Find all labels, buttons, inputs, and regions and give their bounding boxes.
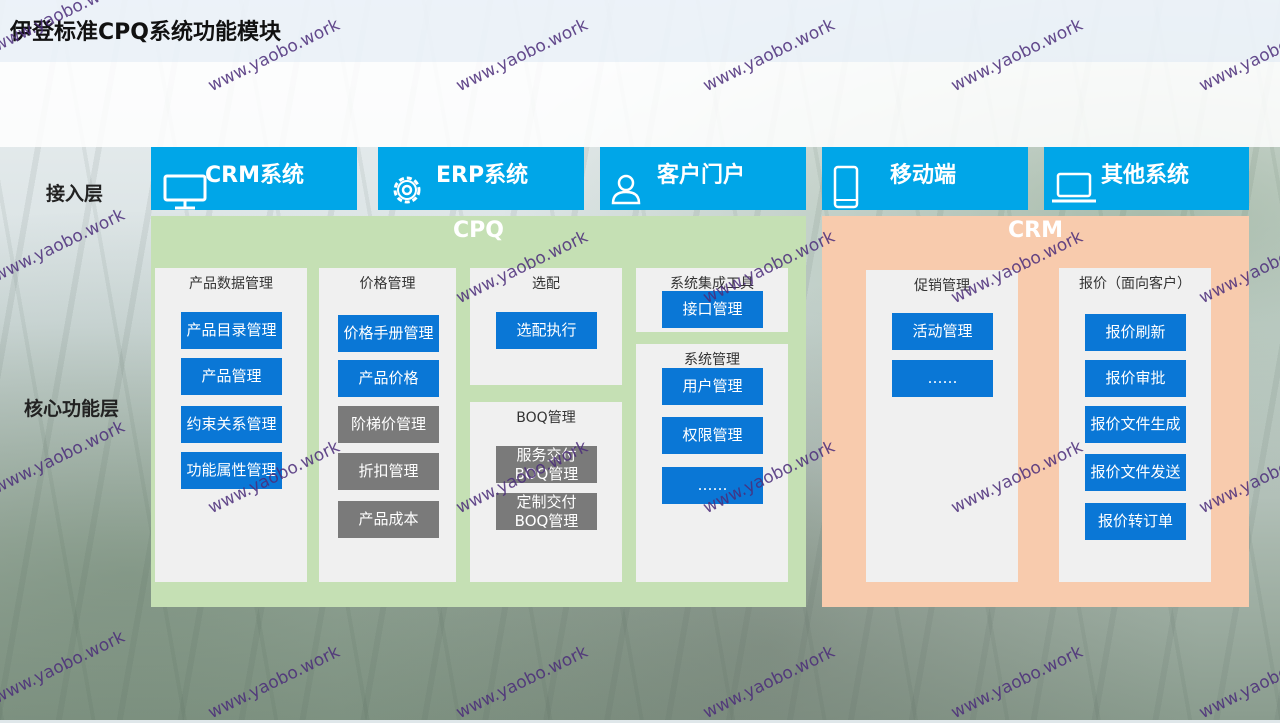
quote-refresh-button[interactable]: 报价刷新 xyxy=(1085,314,1186,351)
permission-manage-button[interactable]: 权限管理 xyxy=(662,417,763,454)
crm-title: CRM xyxy=(822,218,1249,243)
product-price-button[interactable]: 产品价格 xyxy=(338,360,439,397)
service-boq-button[interactable]: 服务交付BOQ管理 xyxy=(496,446,597,483)
laptop-icon xyxy=(1050,171,1098,205)
core-layer-label: 核心功能层 xyxy=(24,394,119,421)
config-execute-button[interactable]: 选配执行 xyxy=(496,312,597,349)
access-erp-label: ERP系统 xyxy=(436,157,528,189)
monitor-icon xyxy=(163,174,207,210)
quote-file-generate-button[interactable]: 报价文件生成 xyxy=(1085,406,1186,443)
gear-icon xyxy=(388,171,426,209)
access-layer-label: 接入层 xyxy=(46,179,103,206)
feature-attr-button[interactable]: 功能属性管理 xyxy=(181,452,282,489)
access-other[interactable]: 其他系统 xyxy=(1044,147,1249,210)
constraint-manage-button[interactable]: 约束关系管理 xyxy=(181,406,282,443)
quote-approve-button[interactable]: 报价审批 xyxy=(1085,360,1186,397)
access-erp[interactable]: ERP系统 xyxy=(378,147,584,210)
activity-manage-button[interactable]: 活动管理 xyxy=(892,313,993,350)
product-cost-button[interactable]: 产品成本 xyxy=(338,501,439,538)
tier-price-button[interactable]: 阶梯价管理 xyxy=(338,406,439,443)
user-manage-button[interactable]: 用户管理 xyxy=(662,368,763,405)
access-crm[interactable]: CRM系统 xyxy=(151,147,357,210)
promo-more-button[interactable]: …… xyxy=(892,360,993,397)
boq-title: BOQ管理 xyxy=(470,407,622,427)
custom-boq-button[interactable]: 定制交付BOQ管理 xyxy=(496,493,597,530)
access-other-label: 其他系统 xyxy=(1101,157,1189,189)
price-book-button[interactable]: 价格手册管理 xyxy=(338,315,439,352)
interface-manage-button[interactable]: 接口管理 xyxy=(662,291,763,328)
access-portal-label: 客户门户 xyxy=(657,157,745,189)
user-icon xyxy=(610,173,642,205)
config-title: 选配 xyxy=(470,273,622,293)
cpq-title: CPQ xyxy=(151,218,806,243)
access-mobile-label: 移动端 xyxy=(890,157,956,189)
system-title: 系统管理 xyxy=(636,349,788,369)
quote-title: 报价（面向客户） xyxy=(1059,273,1211,293)
product-manage-button[interactable]: 产品管理 xyxy=(181,358,282,395)
access-crm-label: CRM系统 xyxy=(205,157,304,189)
header-panel xyxy=(0,62,1280,147)
product-data-title: 产品数据管理 xyxy=(155,273,307,293)
price-title: 价格管理 xyxy=(319,273,456,293)
integration-title: 系统集成工具 xyxy=(636,273,788,293)
system-more-button[interactable]: …… xyxy=(662,467,763,504)
quote-file-send-button[interactable]: 报价文件发送 xyxy=(1085,454,1186,491)
access-mobile[interactable]: 移动端 xyxy=(822,147,1028,210)
page-title: 伊登标准CPQ系统功能模块 xyxy=(10,14,281,46)
access-portal[interactable]: 客户门户 xyxy=(600,147,806,210)
product-catalog-button[interactable]: 产品目录管理 xyxy=(181,312,282,349)
phone-icon xyxy=(832,165,860,209)
promo-title: 促销管理 xyxy=(866,275,1018,295)
quote-to-order-button[interactable]: 报价转订单 xyxy=(1085,503,1186,540)
discount-button[interactable]: 折扣管理 xyxy=(338,453,439,490)
